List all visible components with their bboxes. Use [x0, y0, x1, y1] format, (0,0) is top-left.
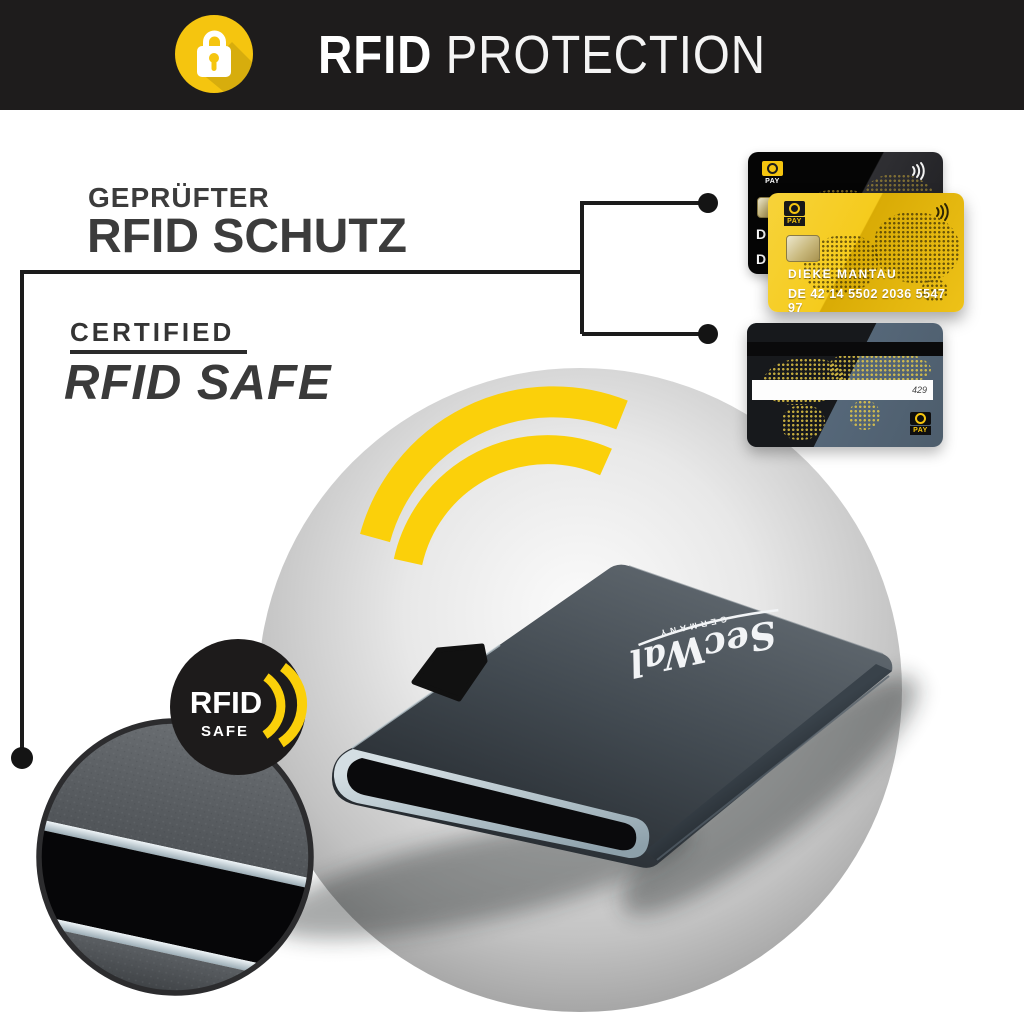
pay-logo: PAY [784, 201, 805, 226]
page-title-bold: RFID [318, 25, 433, 85]
world-map-dots [848, 399, 881, 430]
slider-lever [411, 643, 488, 702]
card-number: DE 42 14 5502 2036 5547 97 [788, 287, 946, 312]
card-holder-product: SecWal GERMANY [331, 564, 893, 868]
world-map-dots [920, 278, 949, 303]
card-chip [786, 235, 820, 262]
pay-logo: PAY [762, 161, 783, 186]
claim-underline [70, 350, 247, 354]
world-map-dots [782, 404, 826, 440]
contactless-icon [936, 203, 949, 221]
credit-card-back: 429 PAY [747, 323, 943, 447]
header-banner: RFID PROTECTION [0, 0, 1024, 110]
claim-german-label: GEPRÜFTER [88, 182, 270, 213]
page-title-light: PROTECTION [445, 25, 766, 85]
contactless-icon [912, 162, 925, 180]
pay-logo: PAY [910, 412, 931, 435]
pay-symbol-icon [784, 201, 805, 216]
world-map-dots [873, 212, 961, 284]
pay-label: PAY [910, 426, 931, 435]
hidden-card-text: D [756, 226, 767, 242]
pay-symbol-icon [762, 161, 783, 176]
credit-card-gold: PAY DIEKE MANTAU DE 42 14 5502 2036 5547… [768, 193, 964, 312]
page-title: RFID PROTECTION [318, 0, 766, 110]
pay-label: PAY [765, 178, 780, 185]
signature-strip: 429 [752, 380, 933, 400]
badge-waves-icon [262, 662, 308, 748]
connector-dot-badge [11, 747, 33, 769]
product-side-face [645, 664, 892, 862]
badge-line1: RFID [190, 685, 262, 720]
callout-connectors [11, 193, 718, 769]
claim-english-title: RFID SAFE [64, 356, 332, 410]
rfid-waves-icon [360, 386, 628, 566]
pay-symbol-icon [910, 412, 931, 425]
cardholder-name: DIEKE MANTAU [788, 267, 898, 281]
claim-german-title: RFID SCHUTZ [87, 210, 407, 263]
connector-dot-cardback [698, 324, 718, 344]
pay-label: PAY [784, 217, 805, 226]
cvv-code: 429 [911, 385, 927, 395]
badge-line2: SAFE [201, 723, 249, 740]
hidden-card-text: D [756, 251, 767, 267]
lock-icon [175, 15, 253, 93]
magnetic-stripe [747, 342, 943, 356]
claim-english-label: CERTIFIED [70, 317, 235, 347]
connector-dot-cards [698, 193, 718, 213]
card-slot-opening [347, 758, 637, 851]
rfid-safe-badge: RFID SAFE [170, 639, 308, 775]
